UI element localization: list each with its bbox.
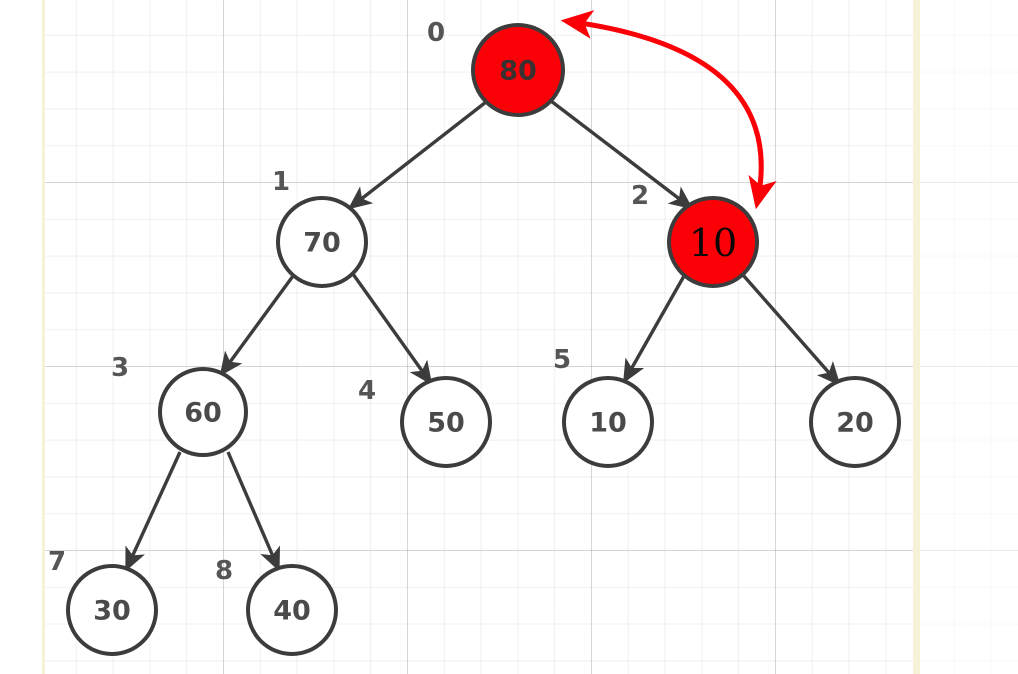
node-circle[interactable] (667, 196, 759, 288)
tree-edge-2-6 (741, 273, 841, 386)
tree-node-20[interactable]: 20 (809, 376, 901, 468)
node-index-label-7: 7 (48, 547, 66, 577)
node-index-label-3: 3 (111, 353, 129, 383)
node-index-label-5: 5 (553, 345, 571, 375)
node-value-label: 70 (303, 228, 341, 259)
node-value-label: 60 (184, 398, 222, 429)
node-circle[interactable] (471, 23, 565, 117)
tree-node-10-idx2[interactable]: 10 (667, 196, 759, 288)
node-value-label: 50 (427, 408, 465, 439)
edges-layer (125, 99, 841, 572)
tree-node-10-idx5[interactable]: 10 (562, 376, 654, 468)
tree-edge-3-7 (125, 451, 182, 572)
node-index-label-0: 0 (427, 18, 445, 48)
nodes-layer: 80 70 10 60 50 10 20 30 40 (66, 23, 901, 656)
graph-paper-faded-region (920, 0, 1018, 674)
tree-node-30-idx7[interactable]: 30 (66, 564, 158, 656)
node-circle[interactable] (276, 196, 368, 288)
node-value-label: 20 (836, 408, 874, 439)
swap-arrow-layer (560, 10, 777, 210)
tree-edge-0-1 (347, 100, 488, 210)
node-value-label: 10 (589, 408, 627, 439)
left-margin-rule (42, 0, 45, 674)
right-margin-rule (913, 0, 920, 674)
tree-node-40-idx8[interactable]: 40 (246, 564, 338, 656)
tree-edge-1-3 (219, 274, 295, 377)
tree-edge-3-8 (226, 451, 280, 572)
node-value-label: 30 (93, 596, 131, 627)
node-index-label-8: 8 (215, 556, 233, 586)
node-value-label: 40 (273, 596, 311, 627)
node-circle[interactable] (158, 367, 248, 457)
node-circle[interactable] (809, 376, 901, 468)
node-index-label-2: 2 (631, 181, 649, 211)
swap-arrow (560, 10, 777, 210)
node-circle[interactable] (400, 376, 492, 468)
tree-edge-0-2 (549, 99, 694, 210)
node-circle[interactable] (66, 564, 158, 656)
tree-node-70-idx1[interactable]: 70 (276, 196, 368, 288)
node-circle[interactable] (562, 376, 654, 468)
node-index-label-4: 4 (358, 376, 376, 406)
tree-edge-1-4 (351, 273, 433, 386)
tree-node-50-idx4[interactable]: 50 (400, 376, 492, 468)
tree-edge-2-5 (623, 275, 686, 384)
node-value-label: 80 (499, 56, 537, 87)
node-index-label-1: 1 (272, 167, 290, 197)
tree-node-60-idx3[interactable]: 60 (158, 367, 248, 457)
node-circle[interactable] (246, 564, 338, 656)
tree-node-80-idx0[interactable]: 80 (471, 23, 565, 117)
index-labels-layer: 0 1 2 3 4 5 7 8 (48, 18, 649, 586)
node-value-label: 10 (689, 221, 737, 265)
